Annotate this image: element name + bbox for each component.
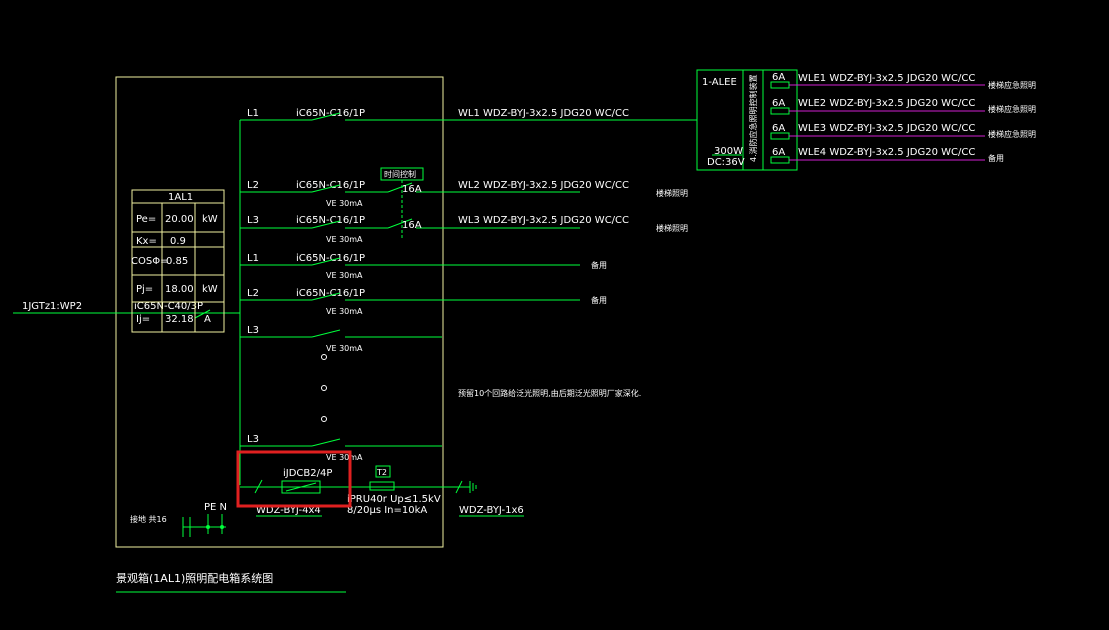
emergency-fuse: 6A (772, 123, 785, 134)
emergency-cable: WLE4 WDZ-BYJ-3x2.5 JDG20 WC/CC (798, 147, 975, 158)
spd-device: T2 (376, 468, 387, 477)
table-title: 1AL1 (168, 192, 193, 203)
circuit-row: L2 iC65N-C16/1P VE 30mA WL2 WDZ-BYJ-3x2.… (240, 180, 688, 208)
circuit-cable: WL1 WDZ-BYJ-3x2.5 JDG20 WC/CC (458, 108, 629, 119)
emergency-vertical-label: 4.消防应急照明控制装置 (748, 74, 758, 162)
circuit-rcd: VE 30mA (326, 307, 363, 316)
circuit-note: 楼梯照明 (656, 223, 688, 233)
timer-contact: 16A (402, 220, 422, 231)
emergency-note: 楼梯应急照明 (988, 104, 1036, 114)
spd-cable-left: WDZ-BYJ-4x4 (256, 505, 321, 516)
circuit-phase: L3 (247, 215, 259, 226)
circuit-phase: L1 (247, 108, 259, 119)
circuit-rcd: VE 30mA (326, 235, 363, 244)
table-row-unit: kW (202, 214, 218, 225)
spd-model: 8/20μs In=10kA (347, 505, 427, 516)
spd-branch: iJDCB2/4P T2 iPRU40r Up≤1.5kV 8/20μs In=… (240, 465, 524, 517)
circuit-row: L2 iC65N-C16/1P VE 30mA 备用 (240, 288, 607, 316)
load-table: 1AL1 Pe= 20.00 kW Kx= 0.9 COSΦ= 0.85 Pj=… (131, 189, 225, 333)
circuit-breaker: iC65N-C16/1P (296, 215, 365, 226)
middle-note: 预留10个回路给泛光照明,由后期泛光照明厂家深化. (458, 388, 641, 398)
emergency-voltage: DC:36V (707, 157, 745, 168)
table-row-unit: A (204, 314, 211, 325)
spd-device-box (375, 465, 391, 478)
emergency-fuse: 6A (772, 98, 785, 109)
emergency-fuse: 6A (772, 147, 785, 158)
table-row-value: 0.85 (166, 256, 188, 267)
spd-cable-right: WDZ-BYJ-1x6 (459, 505, 524, 516)
circuit-row: L3 iC65N-C16/1P VE 30mA WL3 WDZ-BYJ-3x2.… (240, 215, 688, 244)
incoming-label: 1JGTz1:WP2 (22, 301, 82, 312)
emergency-cable: WLE3 WDZ-BYJ-3x2.5 JDG20 WC/CC (798, 123, 975, 134)
circuit-phase: L2 (247, 288, 259, 299)
spd-model: iPRU40r Up≤1.5kV (347, 494, 441, 505)
pe-label: PE N (204, 502, 227, 513)
circuit-phase: L3 (247, 325, 259, 336)
table-row-name: Ij= (136, 314, 150, 325)
circuit-cable: WL2 WDZ-BYJ-3x2.5 JDG20 WC/CC (458, 180, 629, 191)
circuit-breaker: iC65N-C16/1P (296, 108, 365, 119)
table-row-name: COSΦ= (131, 256, 168, 267)
terminal-note: 接地 共16 (130, 514, 167, 524)
emergency-cable: WLE1 WDZ-BYJ-3x2.5 JDG20 WC/CC (798, 73, 975, 84)
emergency-power: 300W (714, 146, 743, 157)
pe-n-terminals: PE N 接地 共16 (130, 502, 227, 537)
spd-isolator: iJDCB2/4P (283, 468, 332, 479)
circuit-cable: WL3 WDZ-BYJ-3x2.5 JDG20 WC/CC (458, 215, 629, 226)
circuit-phase: L2 (247, 180, 259, 191)
continuation-dots (321, 354, 327, 422)
table-row-value: 0.9 (170, 236, 186, 247)
emergency-fuse: 6A (772, 72, 785, 83)
circuit-row: L1 iC65N-C16/1P WL1 WDZ-BYJ-3x2.5 JDG20 … (240, 108, 697, 121)
circuit-phase: L1 (247, 253, 259, 264)
emergency-note: 楼梯应急照明 (988, 129, 1036, 139)
table-row-value: 20.00 (165, 214, 194, 225)
cabinet-frame (115, 76, 444, 548)
timer-label: 时间控制 (384, 169, 416, 179)
circuit-row: L3 VE 30mA (240, 434, 442, 462)
circuit-rcd: VE 30mA (326, 271, 363, 280)
diagram-title: 景观箱(1AL1)照明配电箱系统图 (116, 571, 273, 585)
circuit-note: 备用 (591, 295, 607, 305)
table-row-name: Kx= (136, 236, 157, 247)
table-row-name: Pe= (136, 214, 156, 225)
emergency-cable: WLE2 WDZ-BYJ-3x2.5 JDG20 WC/CC (798, 98, 975, 109)
circuit-rcd: VE 30mA (326, 453, 363, 462)
circuit-rcd: VE 30mA (326, 344, 363, 353)
emergency-note: 备用 (988, 153, 1004, 163)
timer-contact: 16A (402, 184, 422, 195)
circuit-row: L1 iC65N-C16/1P VE 30mA 备用 (240, 253, 607, 280)
incoming-breaker-symbol (194, 309, 211, 319)
emergency-title: 1-ALEE (702, 77, 737, 88)
table-row-value: 18.00 (165, 284, 194, 295)
table-row-value: 32.18 (165, 314, 194, 325)
circuit-phase: L3 (247, 434, 259, 445)
incoming-breaker: iC65N-C40/3P (134, 301, 203, 312)
circuit-breaker: iC65N-C16/1P (296, 180, 365, 191)
table-row-unit: kW (202, 284, 218, 295)
emergency-note: 楼梯应急照明 (988, 80, 1036, 90)
highlight-box[interactable] (236, 450, 352, 508)
table-row-name: Pj= (136, 284, 153, 295)
circuit-breaker: iC65N-C16/1P (296, 253, 365, 264)
circuit-rcd: VE 30mA (326, 199, 363, 208)
circuit-note: 备用 (591, 260, 607, 270)
circuit-note: 楼梯照明 (656, 188, 688, 198)
circuit-breaker: iC65N-C16/1P (296, 288, 365, 299)
emergency-panel: 1-ALEE 300W DC:36V 4.消防应急照明控制装置 6A WLE1 … (696, 69, 1036, 171)
timer-control: 时间控制 16A 16A (380, 167, 424, 238)
circuit-row: L3 VE 30mA (240, 325, 442, 353)
